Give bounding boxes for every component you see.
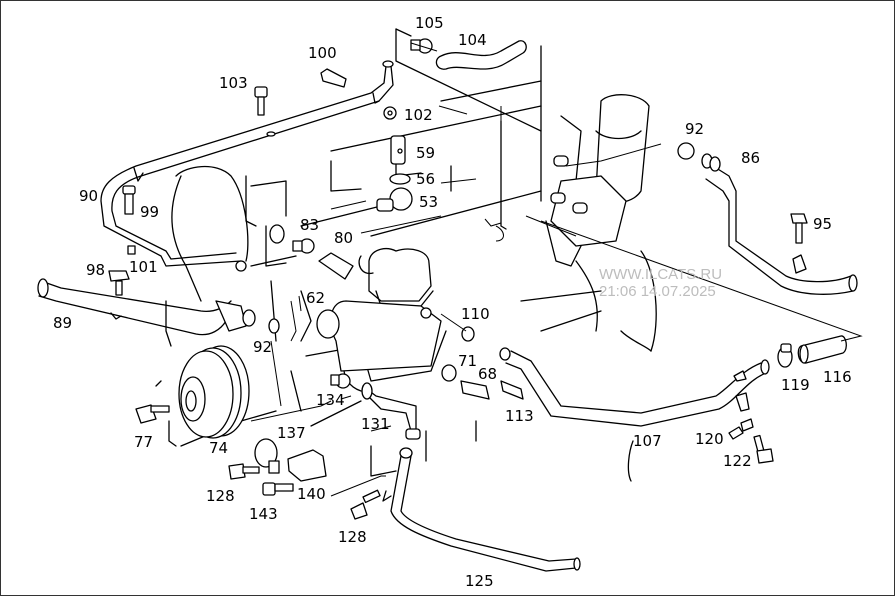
coolant-pipe-90 (100, 60, 394, 272)
callout-53[interactable]: 53 (419, 193, 438, 211)
callout-113[interactable]: 113 (505, 407, 534, 425)
callout-107[interactable]: 107 (633, 432, 662, 450)
callout-68[interactable]: 68 (478, 365, 497, 383)
callout-128-right[interactable]: 128 (338, 528, 367, 546)
callout-105[interactable]: 105 (415, 14, 444, 32)
callout-92-right[interactable]: 92 (685, 120, 704, 138)
callout-134[interactable]: 134 (316, 391, 345, 409)
callout-143[interactable]: 143 (249, 505, 278, 523)
callout-122[interactable]: 122 (723, 452, 752, 470)
callout-71[interactable]: 71 (458, 352, 477, 370)
callout-119[interactable]: 119 (781, 376, 810, 394)
hose-104 (435, 40, 527, 70)
small-parts (108, 38, 847, 520)
watermark-timestamp: 21:06 14.07.2025 (599, 283, 716, 300)
callout-125[interactable]: 125 (465, 572, 494, 590)
callout-95[interactable]: 95 (813, 215, 832, 233)
callout-77[interactable]: 77 (134, 433, 153, 451)
callout-56[interactable]: 56 (416, 170, 435, 188)
callout-100[interactable]: 100 (308, 44, 337, 62)
callout-102[interactable]: 102 (404, 106, 433, 124)
callout-99[interactable]: 99 (140, 203, 159, 221)
callout-116[interactable]: 116 (823, 368, 852, 386)
thermostat-housing (545, 94, 650, 267)
callout-92-left[interactable]: 92 (253, 338, 272, 356)
callout-140[interactable]: 140 (297, 485, 326, 503)
callout-86[interactable]: 86 (741, 149, 760, 167)
coolant-pipe-107 (499, 347, 770, 427)
leader-lines (250, 42, 863, 497)
callout-103[interactable]: 103 (219, 74, 248, 92)
callout-74[interactable]: 74 (209, 439, 228, 457)
coolant-pipe-125 (382, 447, 581, 572)
hose-131 (361, 382, 421, 440)
callout-128-left[interactable]: 128 (206, 487, 235, 505)
callout-98[interactable]: 98 (86, 261, 105, 279)
coolant-pipe-86 (701, 153, 858, 295)
callout-59[interactable]: 59 (416, 144, 435, 162)
callout-90[interactable]: 90 (79, 187, 98, 205)
coolant-pipe-89 (37, 278, 256, 336)
callout-104[interactable]: 104 (458, 31, 487, 49)
callout-89[interactable]: 89 (53, 314, 72, 332)
callout-80[interactable]: 80 (334, 229, 353, 247)
callout-137[interactable]: 137 (277, 424, 306, 442)
callout-120[interactable]: 120 (695, 430, 724, 448)
callout-labels: 105 104 100 103 102 59 56 53 90 99 83 80… (53, 14, 852, 590)
callout-83[interactable]: 83 (300, 216, 319, 234)
watermark: WWW.ILCATS.RU 21:06 14.07.2025 (599, 266, 722, 300)
pulley-74 (178, 345, 250, 439)
callout-131[interactable]: 131 (361, 415, 390, 433)
callout-62[interactable]: 62 (306, 289, 325, 307)
callout-110[interactable]: 110 (461, 305, 490, 323)
callout-101[interactable]: 101 (129, 258, 158, 276)
watermark-site: WWW.ILCATS.RU (599, 266, 722, 283)
